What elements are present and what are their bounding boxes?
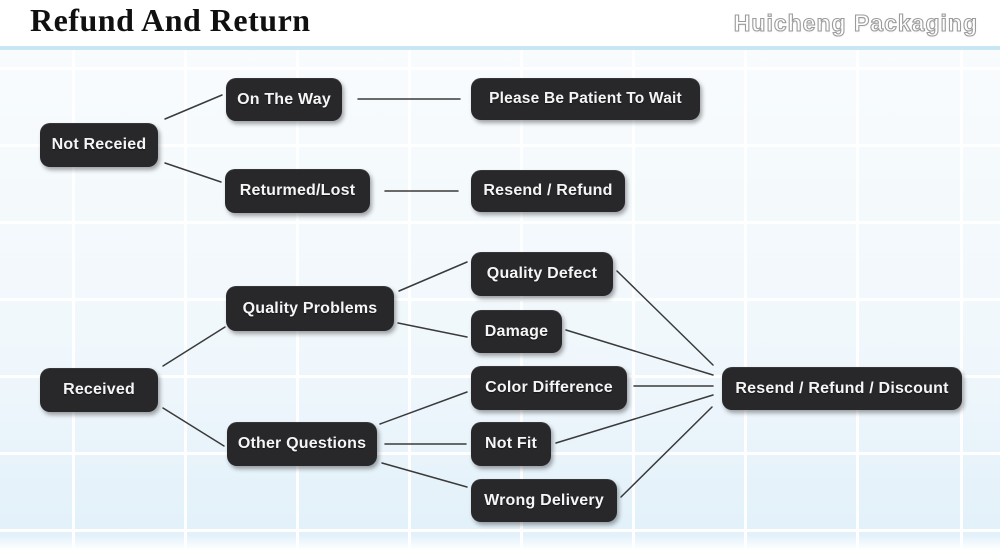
node-returned-lost: Returmed/Lost (225, 169, 370, 213)
edge-quality-defect-rrd (616, 270, 714, 366)
edge-not-fit-rrd (555, 394, 714, 444)
edge-quality-problems-damage (397, 322, 468, 338)
node-please-wait: Please Be Patient To Wait (471, 78, 700, 120)
edge-quality-problems-quality-defect (398, 261, 468, 292)
page-title: Refund And Return (30, 2, 311, 38)
node-damage: Damage (471, 310, 562, 353)
header-divider (0, 46, 1000, 50)
edge-not-received-returned-lost (164, 162, 222, 183)
node-received: Received (40, 368, 158, 412)
node-resend-refund: Resend / Refund (471, 170, 625, 212)
node-on-the-way: On The Way (226, 78, 342, 121)
edge-not-received-on-the-way (164, 94, 223, 120)
header: Refund And Return Huicheng Packaging (0, 0, 1000, 46)
edge-received-other-questions (162, 407, 225, 447)
node-not-fit: Not Fit (471, 422, 551, 466)
node-wrong-delivery: Wrong Delivery (471, 479, 617, 522)
brand-watermark: Huicheng Packaging (733, 9, 978, 36)
node-other-questions: Other Questions (227, 422, 377, 466)
node-quality-defect: Quality Defect (471, 252, 613, 296)
node-quality-problems: Quality Problems (226, 286, 394, 331)
tiled-background (0, 50, 1000, 550)
edge-damage-rrd (565, 329, 714, 376)
edge-wrong-delivery-rrd (620, 406, 713, 498)
node-not-received: Not Receied (40, 123, 158, 167)
node-color-difference: Color Difference (471, 366, 627, 410)
edge-received-quality-problems (162, 326, 226, 367)
node-resend-refund-discount: Resend / Refund / Discount (722, 367, 962, 410)
edge-other-questions-wrong-delivery (381, 462, 468, 488)
edge-other-questions-color-difference (379, 391, 468, 425)
